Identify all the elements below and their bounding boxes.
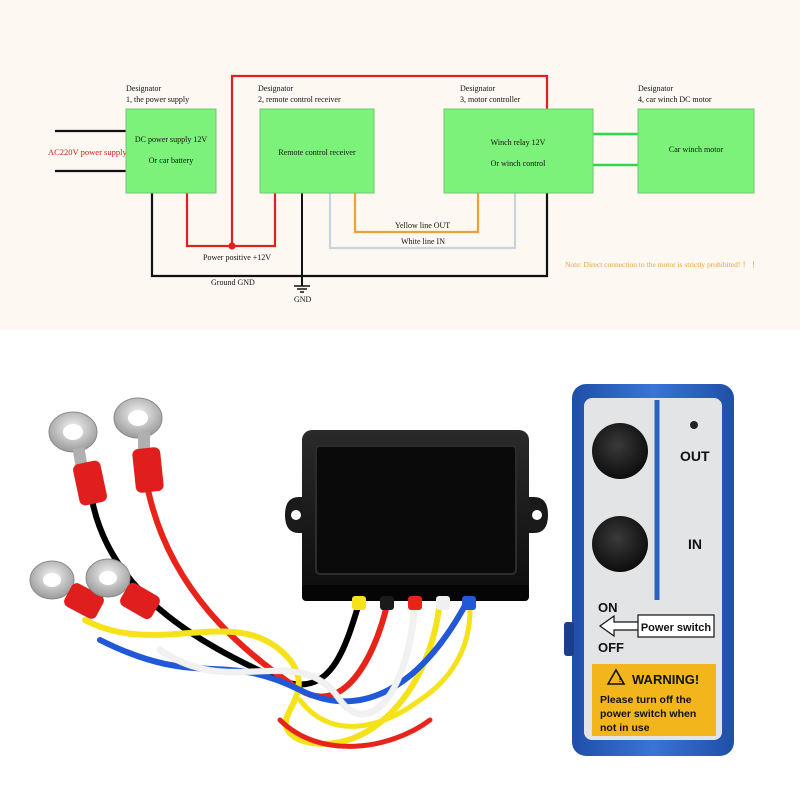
block4-title: 4, car winch DC motor — [638, 95, 712, 104]
block-power-supply — [125, 108, 217, 194]
block1-line1: DC power supply 12V — [135, 135, 207, 144]
ring-terminal-4-sleeve — [120, 582, 160, 620]
out-button[interactable] — [592, 423, 648, 479]
white-wire-outline — [156, 596, 419, 718]
in-button[interactable] — [592, 516, 648, 572]
wiring-diagram-canvas: AC220V power supply — [48, 74, 759, 304]
junction-dot — [228, 242, 236, 250]
out-label: OUT — [680, 448, 710, 464]
block4-line1: Car winch motor — [669, 145, 724, 154]
block2-line1: Remote control receiver — [278, 148, 356, 157]
warning-triangle-icon — [606, 668, 626, 685]
port-red — [408, 596, 422, 610]
ring-terminal-1-sleeve — [73, 460, 107, 506]
yellow-wire — [353, 193, 480, 234]
yellow-wire — [82, 597, 443, 747]
ring-terminal-3-hole — [43, 573, 61, 587]
port-black — [380, 596, 394, 610]
receiver-lid — [315, 445, 517, 575]
warning-line-1: Please turn off the — [600, 694, 692, 706]
block-remote-receiver — [259, 108, 375, 194]
red-wire-loop — [277, 717, 433, 749]
block2-title: 2, remote control receiver — [258, 95, 341, 104]
gnd-label: GND — [294, 295, 312, 304]
warning-title: WARNING! — [632, 672, 699, 687]
ring-terminal-2-hole — [128, 410, 148, 426]
block3-line2: Or winch control — [491, 159, 546, 168]
block1-line2: Or car battery — [149, 156, 193, 165]
power-switch-label: Power switch — [641, 622, 712, 634]
off-label: OFF — [598, 640, 624, 655]
yellow-wire-loop — [297, 607, 473, 729]
blue-wire — [97, 597, 471, 705]
port-white — [436, 596, 450, 610]
block3-line1: Winch relay 12V — [491, 138, 546, 147]
power-switch-callout: Power switch — [598, 614, 715, 638]
block-winch-relay — [443, 108, 594, 194]
warning-line-3: not in use — [600, 722, 650, 734]
power-positive-label: Power positive +12V — [203, 253, 271, 262]
receiver-mount-hole-left — [291, 510, 301, 520]
ac-power-label: AC220V power supply — [48, 147, 127, 157]
red-wire-to-relay — [230, 74, 549, 243]
ring-terminal-4 — [85, 558, 160, 620]
receiver-box — [285, 430, 548, 610]
white-line-label: White line IN — [401, 237, 445, 246]
port-yellow — [352, 596, 366, 610]
white-wire — [157, 597, 418, 717]
power-switch-label-box — [637, 614, 715, 638]
ring-terminal-4-hole — [99, 571, 117, 585]
ring-terminal-1 — [48, 411, 107, 506]
wiring-diagram: AC220V power supply — [0, 0, 800, 330]
block4-designator: Designator — [638, 84, 673, 93]
wire-bundle — [82, 487, 473, 749]
led-indicator — [690, 421, 698, 429]
block2-designator: Designator — [258, 84, 293, 93]
on-label: ON — [598, 600, 618, 615]
port-blue — [462, 596, 476, 610]
product-photo-canvas: OUT IN ON OFF Power switch ! WARNING! Pl… — [29, 384, 734, 756]
block3-designator: Designator — [460, 84, 495, 93]
white-wire — [328, 193, 517, 250]
ring-terminal-2-neck — [138, 432, 150, 450]
yellow-line-label: Yellow line OUT — [395, 221, 450, 230]
in-label: IN — [688, 536, 702, 552]
ground-label: Ground GND — [211, 278, 255, 287]
warning-note: Note: Direct connection to the motor is … — [565, 260, 759, 269]
ring-terminal-2 — [113, 397, 164, 493]
block1-designator: Designator — [126, 84, 161, 93]
warning-exclaim-icon: ! — [619, 675, 622, 684]
block-winch-motor — [637, 108, 755, 194]
ring-terminal-2-sleeve — [132, 447, 164, 493]
remote-face — [584, 398, 722, 740]
receiver-mount-hole-right — [532, 510, 542, 520]
remote-control: OUT IN ON OFF Power switch ! WARNING! Pl… — [564, 384, 734, 756]
ring-terminal-3 — [29, 560, 104, 619]
ground-wire — [150, 193, 549, 278]
product-photo: OUT IN ON OFF Power switch ! WARNING! Pl… — [0, 330, 800, 800]
power-switch[interactable] — [564, 622, 574, 656]
warning-line-2: power switch when — [600, 708, 696, 720]
ring-terminal-1-hole — [63, 424, 83, 440]
block1-title: 1, the power supply — [126, 95, 189, 104]
block3-title: 3, motor controller — [460, 95, 521, 104]
ring-terminal-1-neck — [72, 447, 88, 467]
